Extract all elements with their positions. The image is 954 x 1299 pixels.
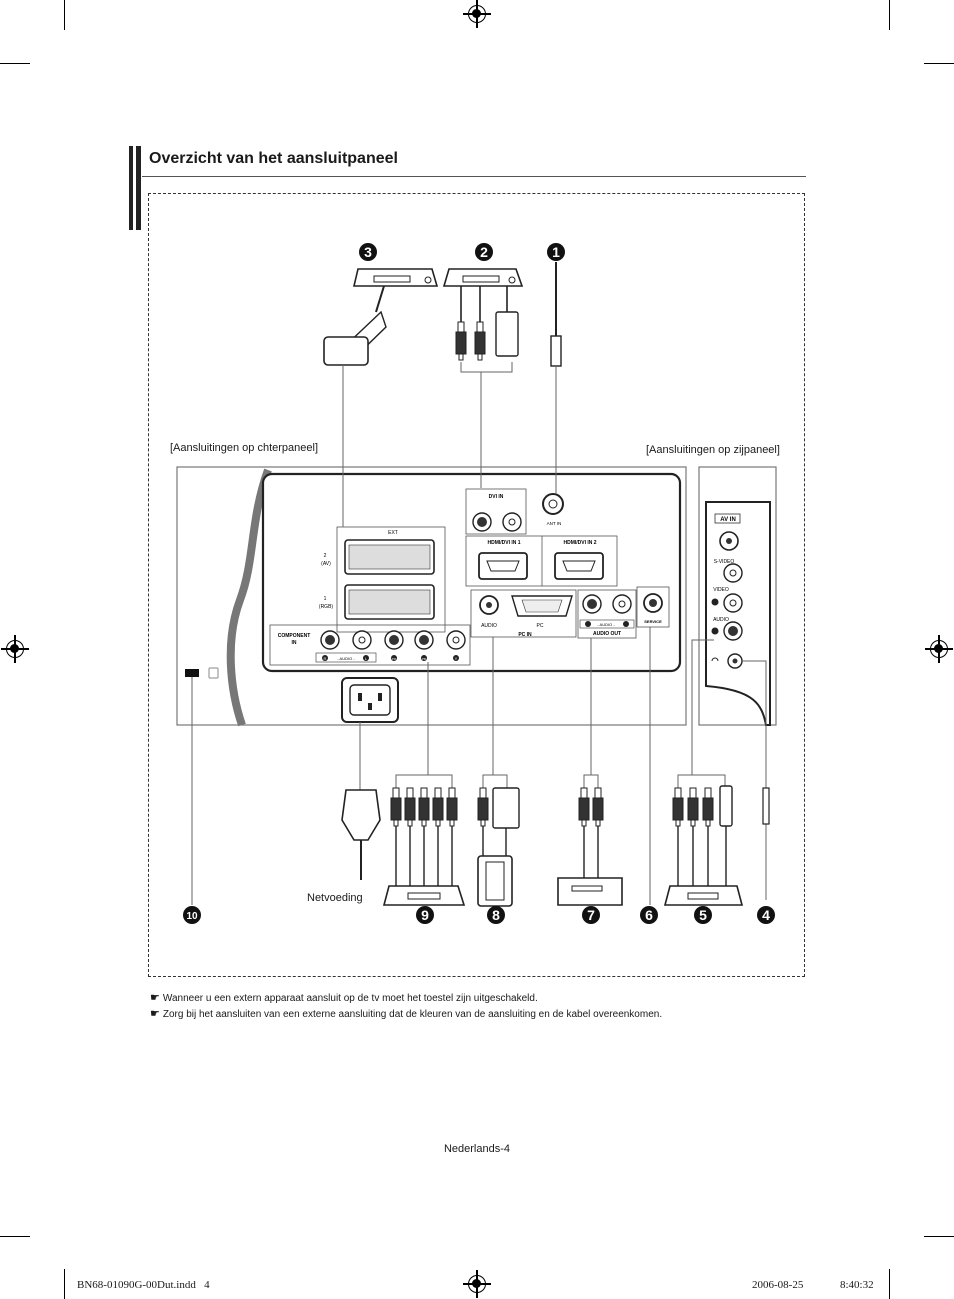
callout-5: 5 (699, 907, 707, 923)
pb-label: PB (422, 657, 426, 661)
footer-time: 8:40:32 (840, 1279, 874, 1291)
pointing-hand-icon: ☛ (150, 992, 160, 1004)
callout-4: 4 (762, 907, 770, 923)
back-panel-outline (176, 466, 687, 726)
crop-mark (64, 1269, 65, 1299)
hdmi2-label: HDMI/DVI IN 2 (563, 540, 596, 546)
dvi-in-label: DVI IN (489, 494, 504, 500)
component-audio-label: - AUDIO - (337, 656, 355, 661)
callout-1: 1 (552, 244, 560, 260)
crop-mark (924, 63, 954, 64)
registration-mark-icon (463, 1270, 491, 1298)
pc-label: PC (537, 623, 544, 629)
component-audio-r: R (324, 656, 327, 661)
crop-mark (64, 0, 65, 30)
registration-mark-icon (1, 635, 29, 663)
crop-mark (0, 63, 30, 64)
rgb1-label: 1 (324, 596, 327, 602)
diagram-frame (148, 193, 805, 977)
crop-mark (889, 0, 890, 30)
side-panel-outline (698, 466, 777, 726)
y-label: Y (455, 656, 458, 661)
av2-sub-label: (AV) (321, 561, 331, 567)
s-video-label: S-VIDEO (714, 559, 735, 565)
service-label: SERVICE (644, 619, 662, 624)
callout-2: 2 (480, 244, 488, 260)
page-number: Nederlands-4 (443, 1143, 511, 1155)
av2-label: 2 (324, 553, 327, 559)
hdmi1-label: HDMI/DVI IN 1 (487, 540, 520, 546)
ant-in-label: ANT IN (547, 521, 562, 526)
title-rule (142, 176, 806, 177)
note-text: Zorg bij het aansluiten van een externe … (162, 1009, 663, 1020)
component-audio-l: L (365, 656, 368, 661)
crop-mark (889, 1269, 890, 1299)
rgb1-sub-label: (RGB) (319, 604, 334, 610)
side-video-label: VIDEO (713, 587, 729, 593)
title-accent-bar (129, 146, 141, 230)
pointing-hand-icon: ☛ (150, 1008, 160, 1020)
side-audio-label: AUDIO (713, 617, 729, 623)
pr-label: PR (392, 657, 397, 661)
callout-10: 10 (186, 911, 198, 922)
side-panel-label: [Aansluitingen op zijpaneel] (646, 444, 780, 456)
page-title: Overzicht van het aansluitpaneel (149, 150, 398, 167)
component-label: COMPONENT (278, 633, 311, 639)
footer-date: 2006-08-25 (752, 1279, 804, 1291)
note-text: Wanneer u een extern apparaat aansluit o… (162, 993, 538, 1004)
callout-6: 6 (645, 907, 653, 923)
callout-8: 8 (492, 907, 500, 923)
note-1: ☛Wanneer u een extern apparaat aansluit … (150, 991, 538, 1004)
note-2: ☛Zorg bij het aansluiten van een externe… (150, 1007, 662, 1020)
component-in-label: IN (292, 640, 297, 646)
registration-mark-icon (463, 0, 491, 28)
audio-out-label: AUDIO OUT (593, 631, 621, 637)
back-panel-label: [Aansluitingen op chterpaneel] (170, 442, 318, 454)
crop-mark (0, 1236, 30, 1237)
audio-out-audio-label: - AUDIO - (597, 622, 615, 627)
power-label: Netvoeding (307, 892, 363, 904)
callout-3: 3 (364, 244, 372, 260)
callout-7: 7 (587, 907, 595, 923)
crop-mark (924, 1236, 954, 1237)
pc-in-label: PC IN (518, 632, 532, 638)
footer-file: BN68-01090G-00Dut.indd 4 (77, 1279, 210, 1291)
callout-9: 9 (421, 907, 429, 923)
av-in-label: AV IN (720, 517, 736, 523)
pc-audio-label: AUDIO (481, 623, 497, 629)
registration-mark-icon (925, 635, 953, 663)
ext-label: EXT (388, 530, 398, 536)
